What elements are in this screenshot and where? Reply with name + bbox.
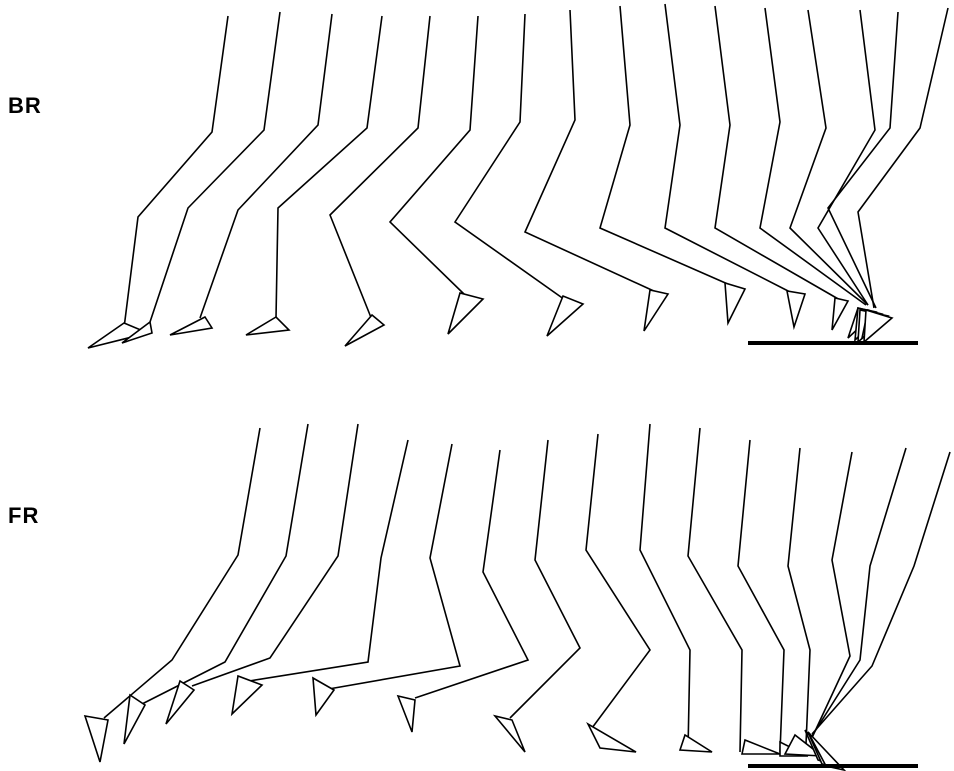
fr-leg-segments — [192, 424, 358, 686]
br-foot-triangle — [345, 315, 384, 346]
fr-leg-segments — [586, 434, 650, 728]
br-stick-figure-6 — [390, 16, 483, 334]
fr-stick-figure-12 — [785, 448, 822, 756]
br-leg-segments — [715, 6, 840, 300]
fr-leg-segments — [788, 448, 810, 744]
br-stick-figure-4 — [246, 16, 382, 335]
br-foot-triangle — [725, 283, 745, 323]
br-leg-segments — [828, 12, 898, 308]
fr-leg-segments — [810, 452, 852, 742]
fr-foot-triangle — [313, 678, 334, 715]
fr-stick-figure-11 — [738, 440, 808, 756]
br-leg-segments — [665, 4, 792, 293]
fr-stick-figure-15 — [808, 452, 950, 770]
fr-stick-figure-6 — [398, 450, 528, 732]
br-leg-segments — [200, 14, 332, 318]
fr-foot-triangle — [232, 676, 262, 714]
fr-foot-triangle — [85, 716, 108, 762]
br-stick-figure-3 — [170, 14, 332, 335]
br-foot-triangle — [832, 298, 848, 330]
br-stick-figure-10 — [665, 4, 805, 327]
br-stick-figure-8 — [525, 10, 668, 331]
fr-foot-triangle — [124, 695, 145, 744]
br-leg-segments — [760, 8, 866, 305]
br-stick-figures — [88, 4, 948, 348]
fr-stick-figure-9 — [640, 424, 712, 752]
fr-stick-figure-13 — [805, 452, 852, 766]
br-stick-figure-2 — [122, 12, 280, 343]
fr-leg-segments — [415, 450, 528, 698]
br-leg-segments — [858, 8, 948, 308]
br-foot-triangle — [644, 290, 668, 331]
fr-stick-figure-14 — [808, 448, 906, 768]
fr-stick-figure-7 — [495, 440, 580, 752]
fr-stick-figure-8 — [586, 434, 650, 752]
fr-foot-triangle — [680, 735, 712, 752]
br-leg-segments — [390, 16, 478, 295]
br-leg-segments — [525, 10, 656, 292]
fr-leg-segments — [640, 424, 690, 750]
br-foot-triangle — [448, 293, 483, 334]
br-leg-segments — [330, 16, 430, 320]
fr-stick-figure-5 — [313, 444, 460, 715]
fr-leg-segments — [243, 440, 408, 682]
br-leg-segments — [790, 10, 868, 305]
br-stick-figure-16 — [858, 8, 948, 342]
fr-leg-segments — [510, 440, 580, 718]
br-stick-figure-5 — [330, 16, 430, 346]
fr-foot-triangle — [742, 740, 780, 754]
fr-leg-segments — [104, 428, 260, 718]
br-leg-segments — [455, 14, 568, 302]
br-stick-figure-12 — [760, 8, 876, 338]
fr-stick-figure-4 — [232, 440, 408, 714]
fr-foot-triangle — [495, 716, 525, 752]
br-leg-segments — [600, 6, 730, 285]
fr-stick-figure-10 — [688, 428, 780, 754]
br-leg-segments — [276, 16, 382, 318]
br-foot-triangle — [170, 317, 212, 335]
fr-foot-triangle — [398, 696, 415, 732]
br-foot-triangle — [246, 317, 289, 335]
br-stick-figure-15 — [828, 12, 898, 338]
fr-leg-segments — [738, 440, 784, 752]
fr-leg-segments — [812, 448, 906, 736]
br-foot-triangle — [787, 291, 805, 327]
fr-leg-segments — [688, 428, 742, 752]
br-stick-figure-11 — [715, 6, 848, 330]
fr-stick-figure-2 — [124, 424, 308, 744]
fr-foot-triangle — [588, 724, 636, 752]
fr-leg-segments — [323, 444, 460, 690]
fr-foot-triangle — [166, 681, 194, 724]
fr-leg-segments — [142, 424, 308, 704]
fr-stick-figures — [85, 424, 950, 770]
br-foot-triangle — [547, 296, 583, 336]
br-foot-triangle — [864, 310, 892, 342]
